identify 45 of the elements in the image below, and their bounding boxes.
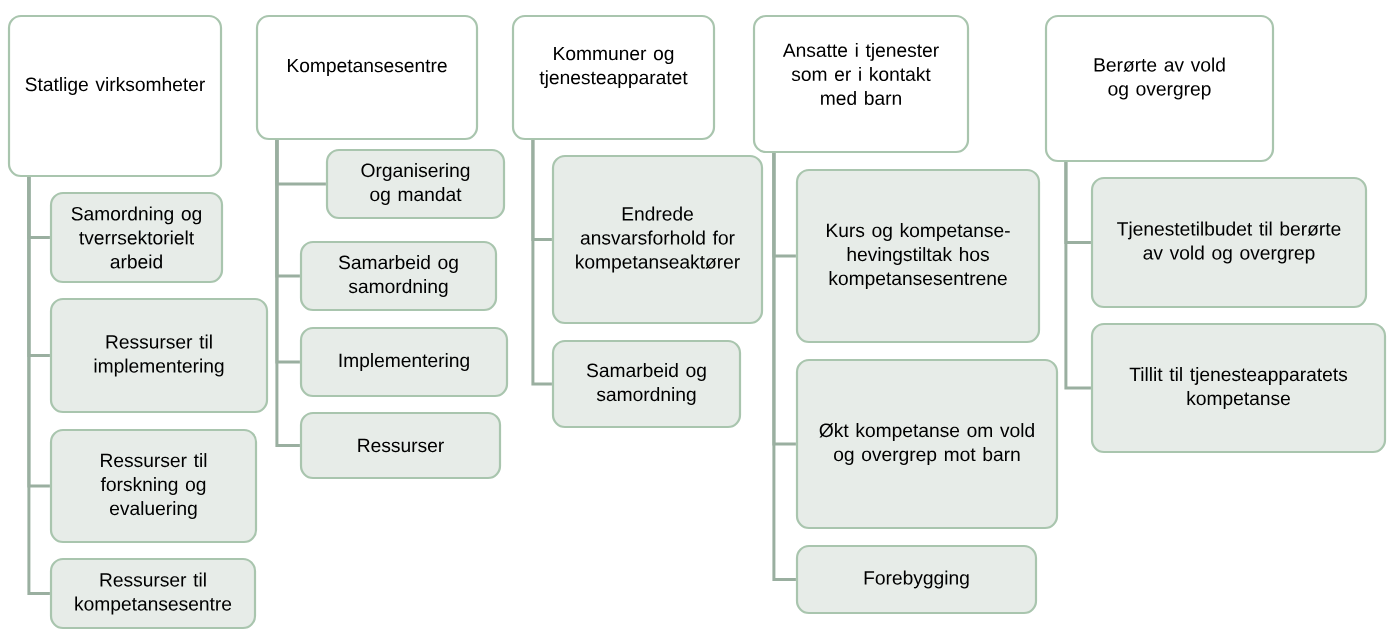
box-label: Samordning og tverrsektorielt arbeid — [71, 206, 201, 269]
box-label: Statlige virksomheter — [25, 77, 205, 95]
category-box — [7, 14, 223, 178]
connector-line — [275, 140, 300, 447]
category-box — [511, 14, 716, 141]
topic-box — [795, 358, 1059, 530]
topic-box — [1090, 322, 1387, 454]
box-label: Organisering og mandat — [361, 163, 470, 205]
box-label: Tjenestetilbudet til berørte av vold og overgrep — [1117, 221, 1341, 264]
box-label: Ressurser til implementering — [94, 334, 224, 377]
category-box — [255, 14, 479, 141]
box-label: Forebygging — [864, 570, 969, 589]
connector-line — [1064, 162, 1091, 390]
topic-box — [49, 428, 258, 544]
box-label: Implementering — [339, 353, 469, 371]
box-label: Ressurser til forskning og evaluering — [100, 453, 207, 519]
topic-box — [49, 557, 257, 630]
category-box — [1044, 14, 1275, 163]
box-label: Økt kompetanse om vold og overgrep mot barn — [819, 423, 1034, 465]
topic-box — [795, 168, 1041, 344]
connector-line — [531, 140, 552, 386]
box-label: Tillit til tjenesteapparatets kompetanse — [1129, 367, 1348, 409]
box-label: Kommuner og tjenesteapparatet — [539, 46, 688, 89]
box-label: Kompetansesentre — [288, 58, 447, 77]
connector-line — [27, 177, 50, 595]
category-box — [752, 14, 970, 154]
topic-box — [551, 339, 742, 429]
box-label: Endrede ansvarsforhold for kompetanseaktører — [576, 206, 740, 273]
topic-box — [1090, 176, 1368, 309]
topic-box — [299, 411, 502, 480]
topic-box — [795, 544, 1038, 615]
box-label: Ansatte i tjenester som er i kontakt med barn — [782, 42, 939, 106]
box-label: Samarbeid og samordning — [586, 363, 706, 405]
box-label: Samarbeid og samordning — [338, 255, 458, 297]
topic-box — [299, 326, 509, 398]
box-label: Ressurser til kompetansesentre — [75, 572, 232, 615]
connector-line — [772, 153, 796, 581]
box-label: Ressurser — [358, 438, 444, 453]
topic-box — [49, 297, 269, 414]
topic-box — [325, 148, 506, 220]
box-label: Kurs og kompetanse-hevingstiltak hos kompetansesentrene — [827, 223, 1010, 289]
topic-box — [299, 240, 498, 312]
box-label: Berørte av vold og overgrep — [1094, 57, 1225, 100]
topic-box — [49, 191, 224, 284]
topic-box — [551, 154, 764, 325]
